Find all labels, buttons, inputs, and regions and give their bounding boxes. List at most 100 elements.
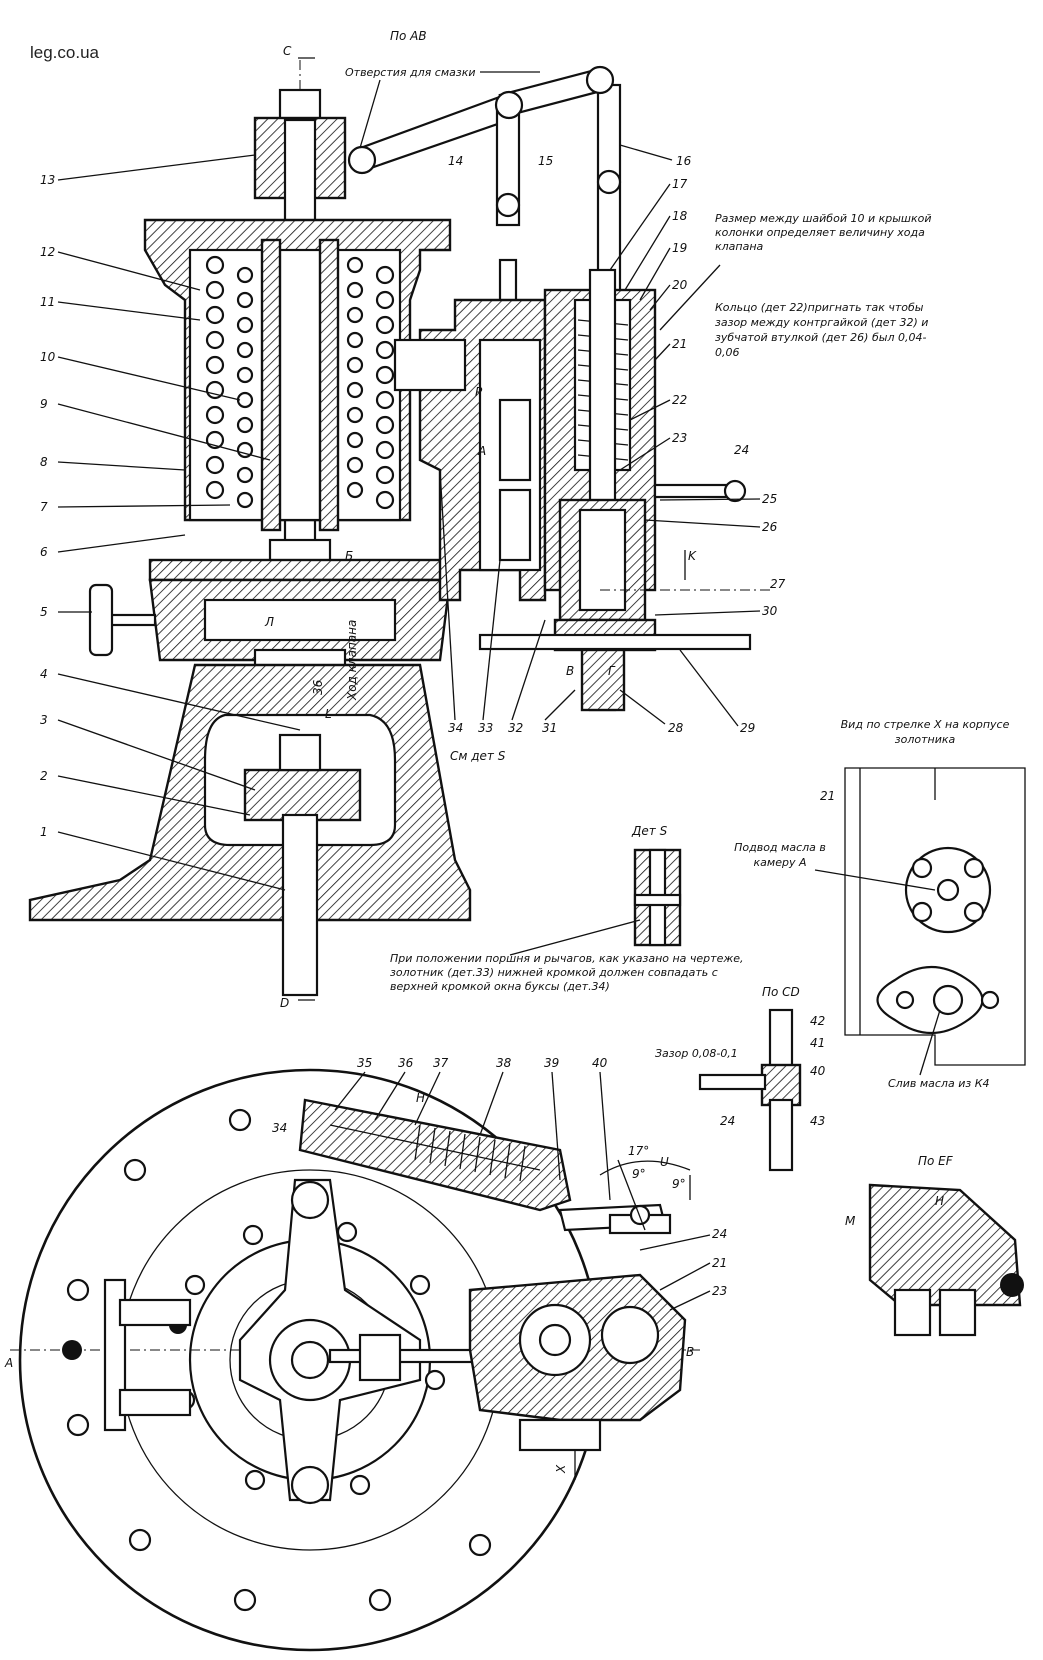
c-mark: C (283, 44, 292, 58)
view-ab-label: По AB (390, 29, 427, 43)
chamber-v: В (566, 664, 574, 678)
h-mark: H (935, 1194, 944, 1208)
part-42: 42 (810, 1014, 825, 1028)
b-mark: B (686, 1345, 694, 1359)
right-valve-column: В Г K (478, 268, 770, 712)
d-mark: D (280, 996, 289, 1010)
part-2: 2 (40, 769, 48, 783)
part-8: 8 (40, 455, 48, 469)
part-15: 15 (538, 154, 553, 168)
ring-note: Кольцо (дет 22)пригнать так чтобы зазор … (715, 301, 929, 359)
part-10: 10 (40, 350, 56, 364)
valve-stroke-note: Ход клапана (345, 620, 359, 701)
part-callouts-left: 13 12 11 10 9 8 7 6 5 4 3 2 1 (40, 154, 301, 891)
part-17: 17 (672, 177, 688, 191)
part-25: 25 (762, 492, 777, 506)
linkage-levers: Отверстия для смазки 14 15 16 (345, 65, 692, 332)
part-14: 14 (448, 154, 463, 168)
part-26: 26 (762, 520, 778, 534)
det-s-label: Дет S (631, 824, 668, 838)
part-21-plan: 21 (712, 1256, 727, 1270)
part-3: 3 (40, 713, 48, 727)
part-20: 20 (672, 278, 688, 292)
flange-bolts (169, 1221, 446, 1496)
plan-view: A B (4, 1068, 700, 1652)
k-mark: K (688, 549, 697, 563)
part-24: 24 (734, 443, 749, 457)
part-callouts-plan: 35 36 37 38 39 40 34 24 21 23 (272, 1056, 727, 1311)
plan-spring (414, 1124, 526, 1182)
arrow-view-note: Вид по стрелке X на корпусе золотника (840, 718, 1010, 746)
part-24-cd: 24 (720, 1114, 735, 1128)
part-21: 21 (672, 337, 687, 351)
part-16: 16 (676, 154, 692, 168)
part-9: 9 (40, 397, 48, 411)
view-x: Вид по стрелке X на корпусе золотника 21… (734, 718, 1026, 1090)
part-31: 31 (542, 721, 557, 735)
part-1: 1 (40, 825, 48, 839)
h-mark-plan: H (416, 1091, 425, 1105)
part-36: 36 (398, 1056, 414, 1070)
part-7: 7 (40, 500, 48, 514)
part-23: 23 (672, 431, 687, 445)
outer-bolt-holes (66, 1108, 492, 1612)
part-19: 19 (672, 241, 687, 255)
piston-note: При положении поршня и рычагов, как указ… (390, 952, 744, 993)
oil-drain-note: Слив масла из К4 (888, 1077, 990, 1090)
part-23-plan: 23 (712, 1284, 727, 1298)
ring-note-box: Кольцо (дет 22)пригнать так чтобы зазор … (715, 301, 929, 359)
chamber-l: Л (264, 615, 274, 629)
part-29: 29 (740, 721, 755, 735)
part-18: 18 (672, 209, 688, 223)
part-39: 39 (544, 1056, 559, 1070)
view-ef-label: По EF (918, 1154, 954, 1168)
part-40: 40 (810, 1064, 826, 1078)
part-34: 34 (448, 721, 463, 735)
part-27: 27 (770, 577, 786, 591)
part-37: 37 (433, 1056, 449, 1070)
part-12: 12 (40, 245, 55, 259)
part-30: 30 (762, 604, 778, 618)
view-x-part-21: 21 (820, 789, 835, 803)
label-l: L (325, 707, 332, 721)
chamber-g: Г (608, 664, 616, 678)
washer-note: Размер между шайбой 10 и крышкой колонки… (715, 212, 932, 253)
detail-cd: По CD 42 41 40 24 43 Зазор 0,08-0,1 (655, 985, 826, 1172)
valve-stroke-value: 36 (311, 679, 325, 695)
detail-s: Дет S (631, 824, 682, 947)
oil-supply-note: Подвод масла в камеру А (734, 841, 826, 869)
main-section-view: C D (28, 44, 472, 1010)
m-mark: M (845, 1214, 856, 1228)
x-mark: X (554, 1464, 568, 1474)
angle-9b: 9° (672, 1177, 686, 1191)
chamber-a: А (477, 444, 486, 458)
spool-valve-body: Р А (393, 298, 547, 602)
watermark: leg.co.ua (30, 43, 100, 62)
part-40-plan: 40 (592, 1056, 608, 1070)
part-35: 35 (357, 1056, 372, 1070)
angle-9a: 9° (632, 1167, 646, 1181)
part-32: 32 (508, 721, 523, 735)
part-6: 6 (40, 545, 48, 559)
part-11: 11 (40, 295, 55, 309)
washer-note-box: Размер между шайбой 10 и крышкой колонки… (715, 212, 932, 253)
part-28: 28 (668, 721, 684, 735)
part-13: 13 (40, 173, 55, 187)
part-33: 33 (478, 721, 493, 735)
part-34-plan: 34 (272, 1121, 287, 1135)
part-callouts-right: 17 18 19 20 21 22 23 24 25 26 27 30 (609, 177, 786, 618)
detail-ef: По EF M H (845, 1154, 1024, 1337)
piston-note-box: При положении поршня и рычагов, как указ… (390, 952, 744, 993)
lubrication-holes-note: Отверстия для смазки (345, 66, 476, 79)
view-cd-label: По CD (762, 985, 800, 999)
gap-note: Зазор 0,08-0,1 (655, 1047, 738, 1060)
part-5: 5 (40, 605, 48, 619)
part-38: 38 (496, 1056, 512, 1070)
chamber-b: Б (345, 549, 353, 563)
part-43: 43 (810, 1114, 825, 1128)
part-41: 41 (810, 1036, 825, 1050)
angle-17: 17° (628, 1144, 649, 1158)
part-24-plan: 24 (712, 1227, 727, 1241)
part-22: 22 (672, 393, 687, 407)
